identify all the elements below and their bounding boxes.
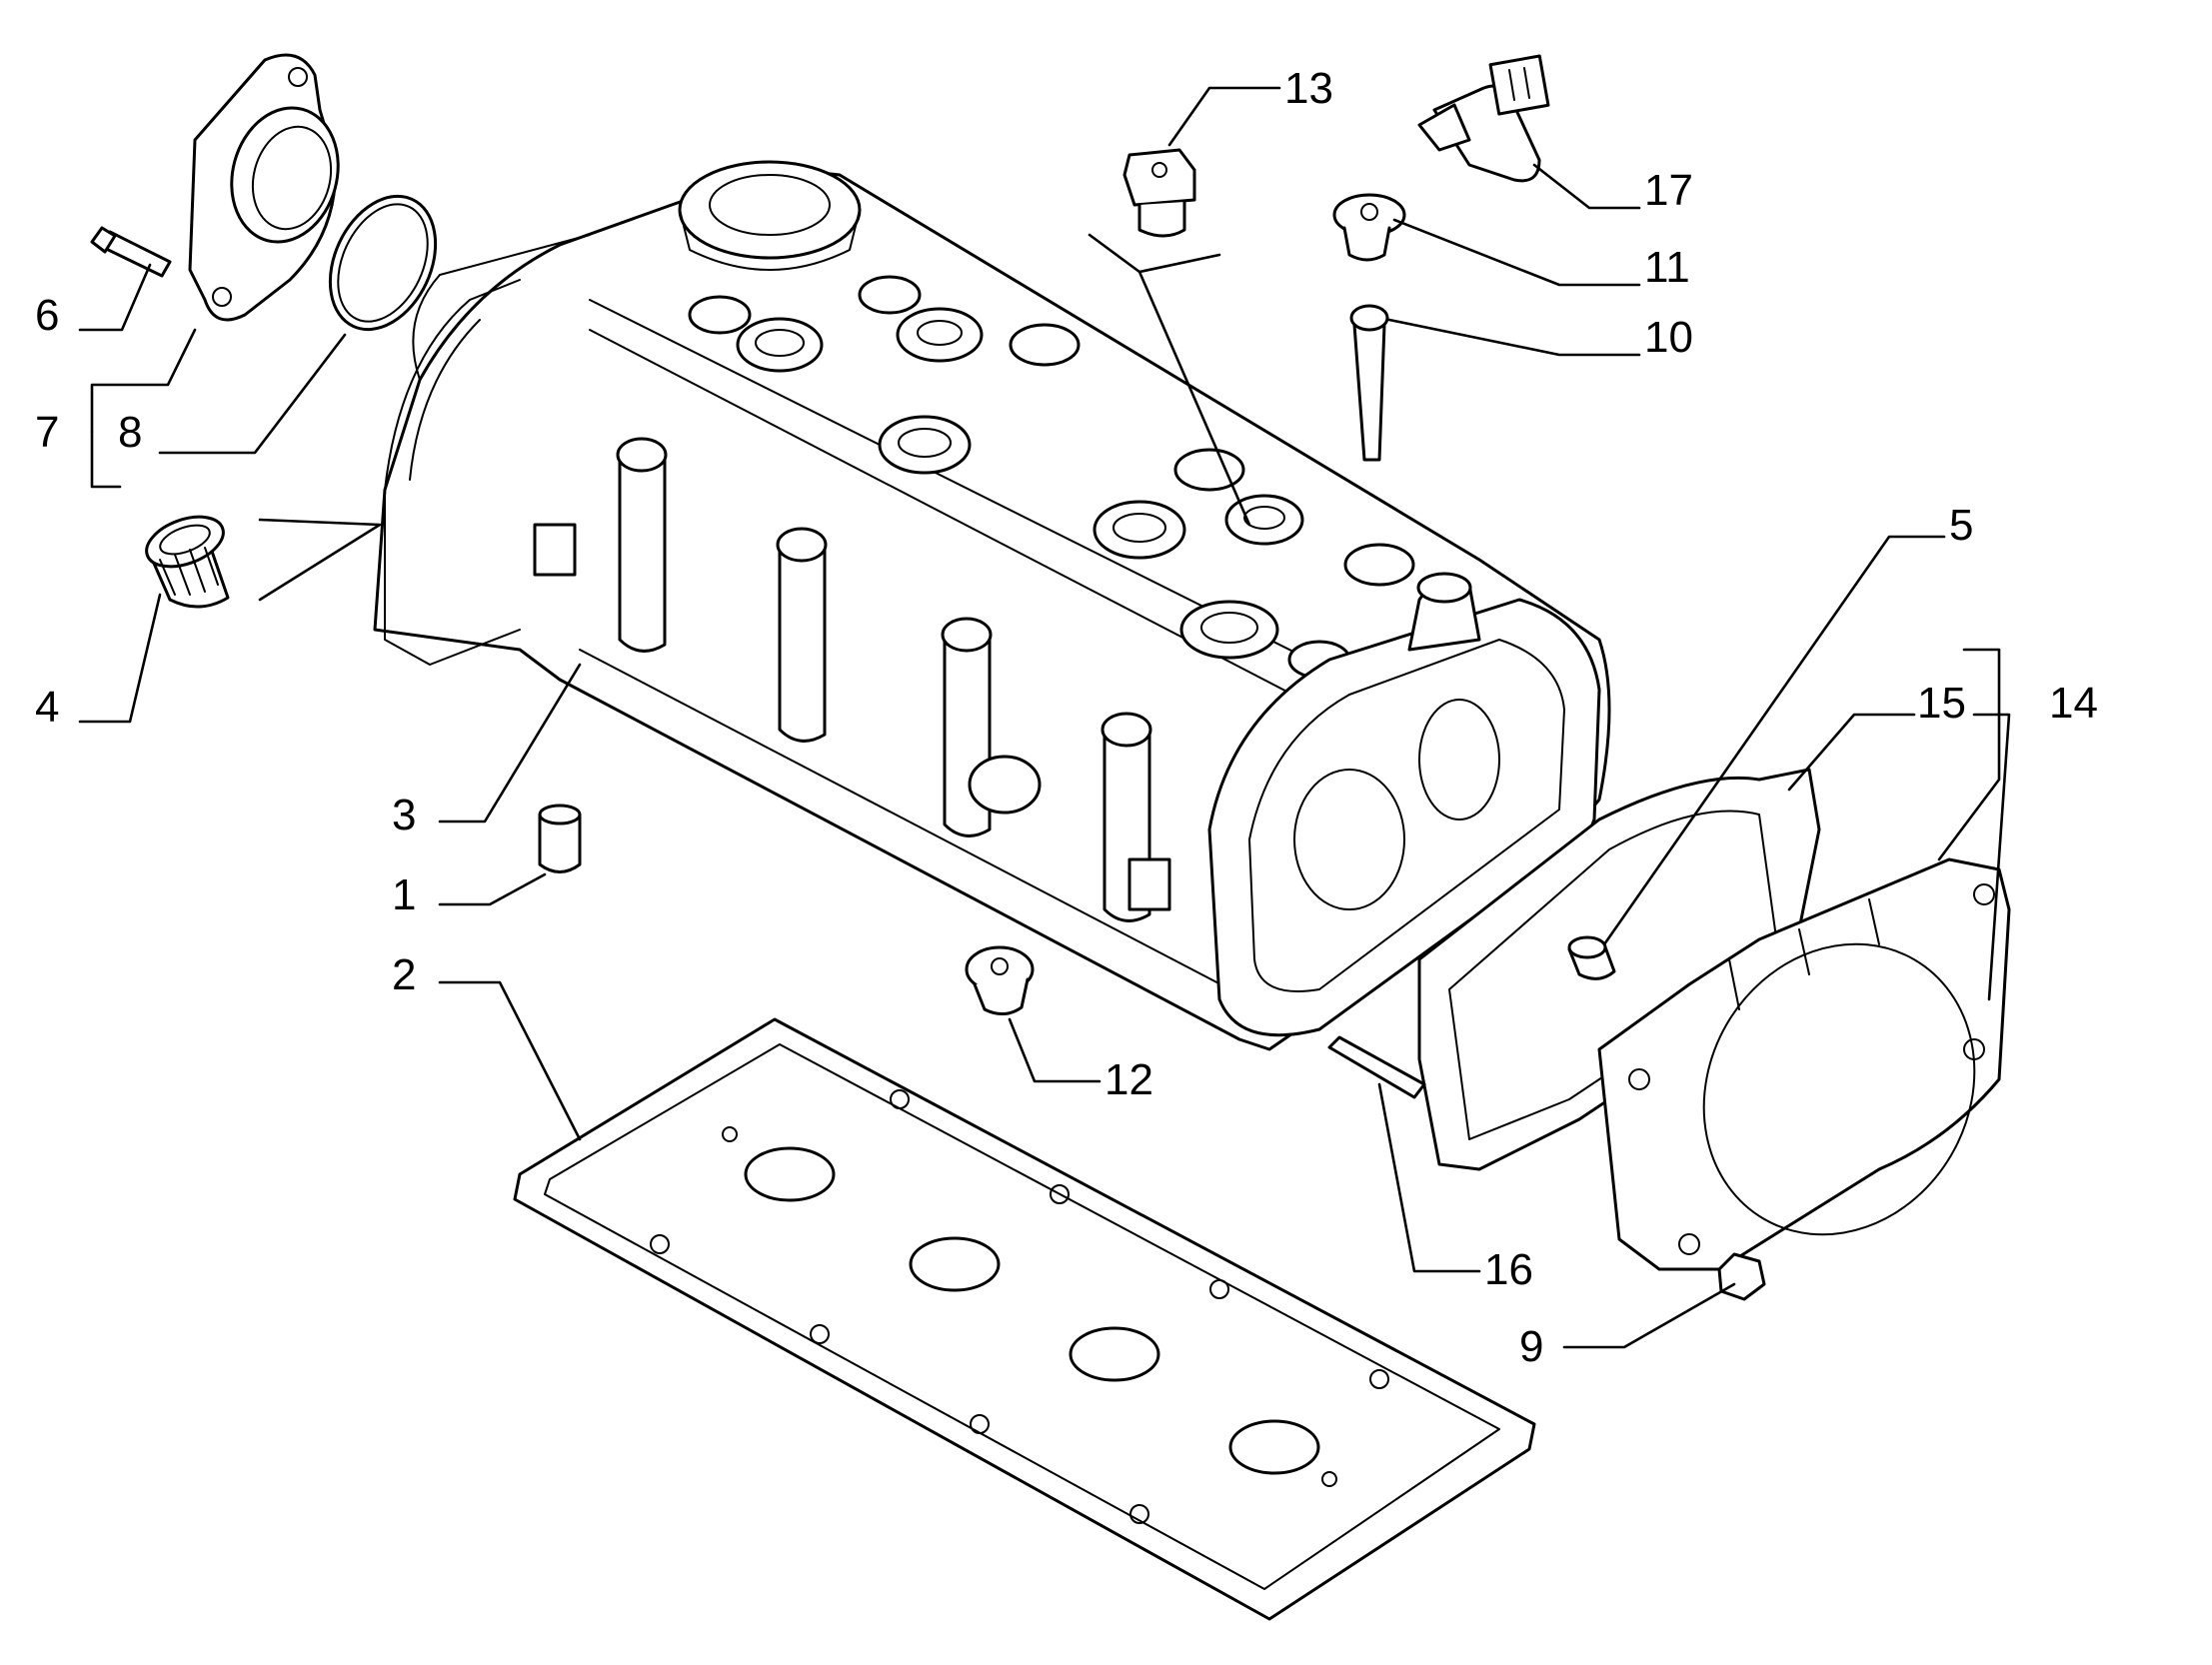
end-cover-part: [1597, 857, 2011, 1271]
leader-13-pointer: [1088, 233, 1221, 274]
callout-10: 10: [1644, 313, 1693, 362]
callout-3: 3: [392, 791, 416, 839]
knurled-plug-part: [145, 515, 230, 609]
leader-9: [1562, 1282, 1736, 1349]
callout-11: 11: [1644, 243, 1690, 292]
callout-9: 9: [1519, 1322, 1543, 1371]
leader-10: [1387, 318, 1641, 357]
leader-15: [1787, 713, 1916, 792]
leader-12: [1008, 1017, 1102, 1083]
stud-part: [1327, 1035, 1426, 1099]
leader-14: [1972, 713, 2011, 1001]
leader-5: [1602, 535, 1946, 946]
callout-8: 8: [118, 408, 142, 457]
long-bolt-part: [1349, 304, 1389, 462]
hex-plug-part: [1332, 193, 1406, 262]
callout-16: 16: [1484, 1245, 1533, 1294]
leader-1: [438, 872, 547, 906]
callout-1: 1: [392, 870, 416, 919]
leader-7: [90, 328, 197, 434]
callout-17: 17: [1644, 166, 1693, 215]
o-ring-part: [328, 194, 438, 332]
leader-11: [1392, 218, 1641, 287]
callout-5: 5: [1949, 501, 1973, 550]
leader-17: [1532, 163, 1641, 210]
flange-screw-part: [90, 226, 172, 278]
leader-13: [1167, 86, 1281, 147]
callout-12: 12: [1105, 1055, 1153, 1104]
sensor-part: [1417, 54, 1550, 183]
side-plug-part: [965, 945, 1035, 1015]
leader-6: [78, 263, 152, 332]
leader-4: [78, 593, 162, 724]
callout-4: 4: [35, 683, 59, 732]
leader-3: [438, 663, 582, 824]
leader-14b: [1937, 648, 2001, 861]
leader-16: [1377, 1082, 1481, 1273]
callout-13: 13: [1284, 64, 1333, 113]
callout-2: 2: [392, 950, 416, 999]
callout-6: 6: [35, 291, 59, 340]
cylinder-head-cover-part: [373, 160, 1611, 1051]
callout-labels: 13 17 11 10 6 7 8 4 3 1 2 12 16 9 5 15 1…: [35, 64, 2098, 1371]
top-plug-part: [1122, 148, 1196, 238]
leader-8: [158, 333, 347, 455]
flange-housing-part: [188, 53, 340, 322]
leader-2: [438, 980, 582, 1141]
leader-lines: [78, 86, 2011, 1349]
callout-7: 7: [35, 408, 59, 457]
cover-gasket-part: [513, 1017, 1536, 1621]
callout-15: 15: [1917, 679, 1966, 728]
dowel-pin-part: [538, 804, 582, 873]
leader-4-pointer: [258, 518, 382, 602]
small-plug-part: [1567, 935, 1616, 980]
leader-7b: [90, 430, 122, 489]
leader-13-pointer-b: [1137, 270, 1251, 527]
nut-part: [1717, 1252, 1766, 1301]
callout-14: 14: [2049, 679, 2098, 728]
